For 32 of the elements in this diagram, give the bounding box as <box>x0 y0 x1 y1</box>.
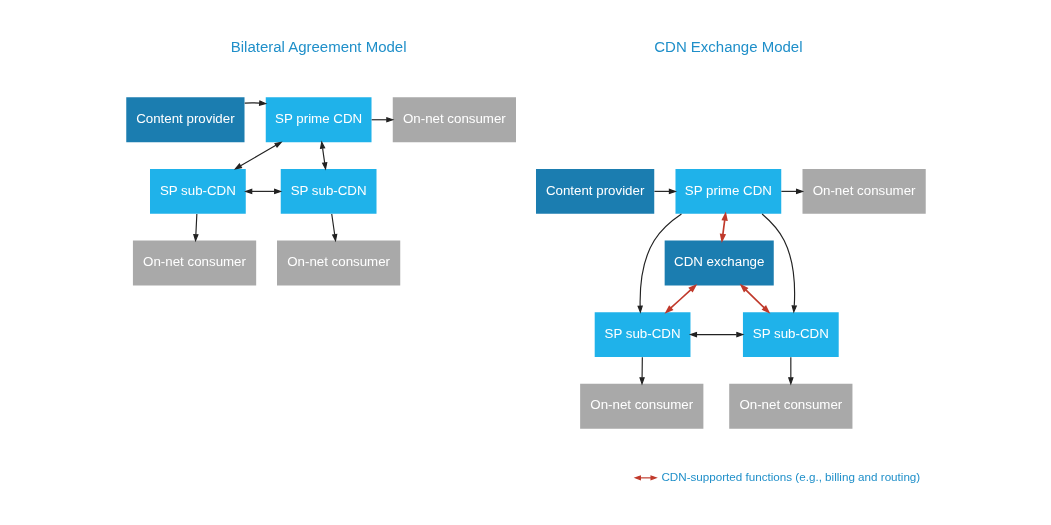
node-box: On-net consumer <box>802 168 926 214</box>
node-box: CDN exchange <box>664 240 774 285</box>
arrow <box>243 188 282 194</box>
arrow <box>638 356 645 385</box>
node-box: Content provider <box>535 168 654 214</box>
arrow <box>636 212 682 314</box>
arrow <box>330 212 337 242</box>
arrow <box>761 212 797 314</box>
arrow <box>233 140 283 170</box>
node-box: On-net consumer <box>728 383 852 429</box>
arrow <box>739 283 770 314</box>
arrow <box>243 99 267 106</box>
node-box: On-net consumer <box>276 240 400 285</box>
node-box: SP sub-CDN <box>149 168 246 214</box>
node-box: SP prime CDN <box>265 96 371 142</box>
node-box: On-net consumer <box>579 383 703 429</box>
node-box: SP sub-CDN <box>594 311 690 357</box>
node-box: SP sub-CDN <box>742 311 839 357</box>
legend-label: CDN-supported functions (e.g., billing and routing) <box>660 469 920 483</box>
node-box: Content provider <box>125 96 244 142</box>
node-box: On-net consumer <box>392 96 516 142</box>
arrow <box>192 212 199 242</box>
arrow <box>319 140 327 171</box>
arrow <box>787 356 794 385</box>
arrow <box>688 331 744 337</box>
node-box: SP prime CDN <box>675 168 781 214</box>
arrow <box>664 283 697 314</box>
node-box: SP sub-CDN <box>280 168 376 214</box>
label: CDN Exchange Model <box>653 37 802 55</box>
label: Bilateral Agreement Model <box>230 37 407 55</box>
arrow <box>719 210 728 243</box>
node-box: On-net consumer <box>132 240 256 285</box>
